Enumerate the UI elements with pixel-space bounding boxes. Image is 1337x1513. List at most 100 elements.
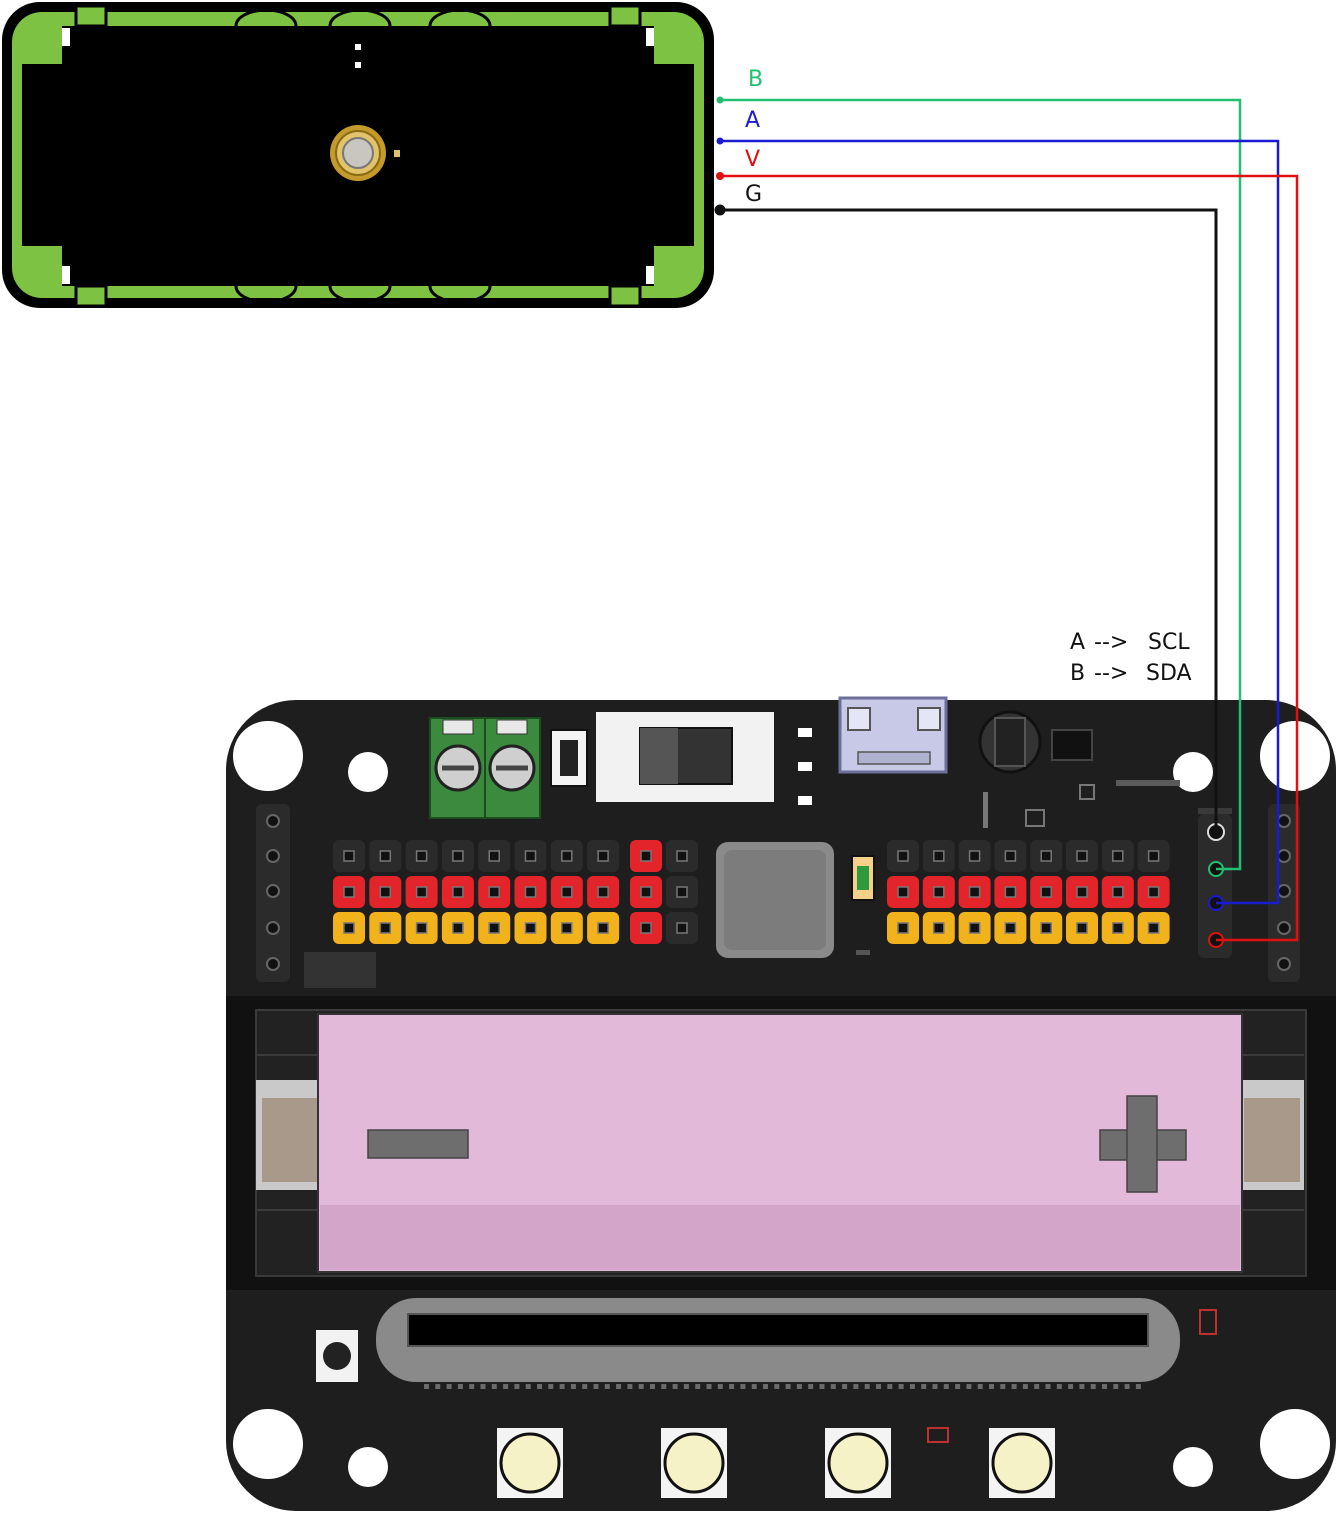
edge-pin bbox=[593, 1384, 599, 1389]
edge-pin bbox=[977, 1384, 983, 1389]
sensor-module bbox=[2, 2, 726, 308]
pin-mapping-legend: A --> SCL B --> SDA bbox=[1070, 630, 1192, 686]
edge-pin bbox=[683, 1384, 689, 1389]
header-pad-left-hole bbox=[524, 886, 537, 898]
edge-pin bbox=[717, 1384, 723, 1389]
wire-label-b: B bbox=[748, 67, 763, 92]
header-pad-left-hole bbox=[379, 850, 392, 862]
module-cell-bumps bbox=[234, 8, 492, 304]
header-pad-left-hole bbox=[597, 850, 609, 862]
header-pad-mid-hole bbox=[640, 922, 652, 934]
edge-pin bbox=[774, 1384, 780, 1389]
wire-label-a: A bbox=[745, 108, 760, 133]
edge-pin bbox=[796, 1384, 802, 1389]
edge-pin bbox=[1113, 1384, 1119, 1389]
edge-pin bbox=[480, 1384, 486, 1389]
edge-pin bbox=[1056, 1384, 1062, 1389]
edge-pin bbox=[548, 1384, 554, 1389]
edge-pin bbox=[582, 1384, 588, 1389]
edge-pin bbox=[932, 1384, 938, 1389]
header-pad-right-hole bbox=[968, 886, 981, 898]
push-button-cap bbox=[499, 1432, 561, 1494]
module-mount-posts bbox=[74, 4, 642, 308]
header-pad-right-hole bbox=[1004, 886, 1017, 898]
pin-map-row-1-to: SCL bbox=[1148, 630, 1190, 655]
header-pad-mid-hole bbox=[676, 850, 688, 862]
usb-port bbox=[838, 696, 948, 774]
edge-pin bbox=[1000, 1384, 1006, 1389]
edge-connector-pins bbox=[424, 1384, 1141, 1389]
left-header-column bbox=[256, 804, 290, 982]
module-connector-pins bbox=[714, 96, 726, 216]
wire-label-v: V bbox=[745, 147, 760, 172]
header-pad-left-hole bbox=[415, 850, 428, 862]
header-pad-right-hole bbox=[1147, 922, 1160, 934]
header-pad-right-hole bbox=[1004, 922, 1017, 934]
edge-pin bbox=[887, 1384, 893, 1389]
edge-pin bbox=[1022, 1384, 1028, 1389]
header-pad-right-hole bbox=[1004, 850, 1017, 862]
push-button-cap bbox=[991, 1432, 1053, 1494]
header-pad-mid-hole bbox=[676, 886, 688, 898]
header-pad-left-hole bbox=[452, 850, 464, 862]
header-pad-left-hole bbox=[379, 922, 392, 934]
header-pad-left-hole bbox=[561, 886, 573, 898]
header-pad-right-hole bbox=[1040, 922, 1052, 934]
edge-pin bbox=[457, 1384, 463, 1389]
edge-pin bbox=[424, 1384, 429, 1389]
push-button-cap bbox=[827, 1432, 889, 1494]
header-pad-left-hole bbox=[415, 922, 428, 934]
header-pad-left-hole bbox=[452, 922, 464, 934]
edge-pin bbox=[898, 1384, 904, 1389]
main-processor-chip bbox=[716, 842, 834, 958]
wire-v bbox=[720, 174, 1299, 942]
edge-pin bbox=[1135, 1384, 1141, 1389]
edge-pin bbox=[955, 1384, 961, 1389]
pin-map-row-1-arrow: --> bbox=[1094, 630, 1128, 655]
edge-pin bbox=[989, 1384, 994, 1389]
gpio-headers bbox=[333, 840, 1170, 944]
edge-pin bbox=[921, 1384, 927, 1389]
pin-map-row-1-from: A bbox=[1070, 630, 1085, 655]
header-pad-mid-hole bbox=[676, 922, 688, 934]
edge-pin bbox=[1124, 1384, 1130, 1389]
header-pad-right-hole bbox=[1147, 886, 1160, 898]
header-pad-left-hole bbox=[597, 922, 609, 934]
header-pad-left-hole bbox=[524, 850, 537, 862]
header-pad-right-hole bbox=[968, 850, 981, 862]
header-pad-left-hole bbox=[343, 922, 355, 934]
edge-pin bbox=[1011, 1384, 1017, 1389]
header-pad-right-hole bbox=[933, 922, 945, 934]
edge-pin bbox=[729, 1384, 735, 1389]
header-pad-left-hole bbox=[561, 922, 573, 934]
edge-pin bbox=[751, 1384, 757, 1389]
wire-label-g: G bbox=[745, 182, 762, 207]
battery-cell bbox=[317, 1013, 1243, 1273]
battery-positive-icon bbox=[1099, 1095, 1187, 1193]
header-pad-right-hole bbox=[897, 886, 909, 898]
push-buttons bbox=[497, 1428, 1055, 1498]
switch-indicator-dots bbox=[798, 728, 812, 805]
edge-pin bbox=[842, 1384, 848, 1389]
header-pad-right-hole bbox=[1040, 886, 1052, 898]
header-pad-left-hole bbox=[343, 850, 355, 862]
header-pad-left-hole bbox=[524, 922, 537, 934]
edge-pin bbox=[435, 1384, 441, 1389]
edge-pin bbox=[446, 1384, 452, 1389]
edge-pin bbox=[661, 1384, 667, 1389]
header-pad-left-hole bbox=[561, 850, 573, 862]
ic-chip-small bbox=[1051, 729, 1093, 761]
edge-pin bbox=[1079, 1384, 1085, 1389]
edge-pin bbox=[503, 1384, 509, 1389]
pin-map-row-2-arrow: --> bbox=[1094, 661, 1128, 686]
right-header-column bbox=[1268, 804, 1300, 982]
edge-pin bbox=[525, 1384, 531, 1389]
edge-pin bbox=[491, 1384, 497, 1389]
screw-terminal bbox=[429, 717, 541, 819]
module-corner-marks bbox=[62, 28, 654, 284]
edge-pin bbox=[864, 1384, 870, 1389]
edge-pin bbox=[1102, 1384, 1107, 1389]
edge-connector-slot bbox=[376, 1298, 1180, 1382]
header-pad-left-hole bbox=[379, 886, 392, 898]
